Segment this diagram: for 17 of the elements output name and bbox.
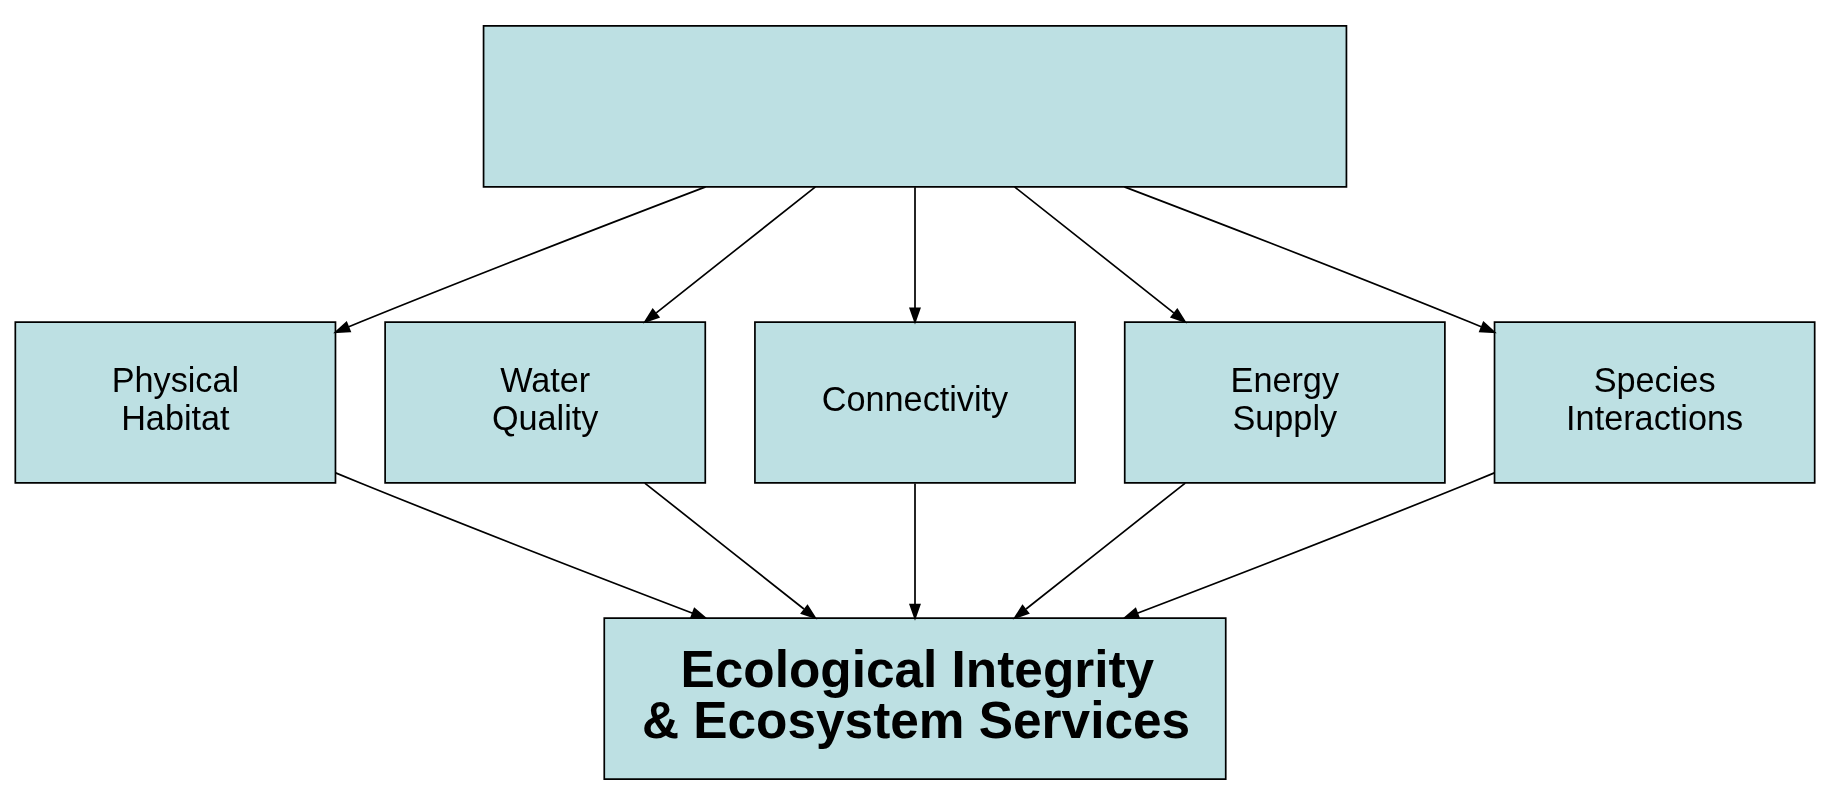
node-box: [482, 24, 1348, 188]
arrow: [642, 185, 817, 323]
node-box: Species Interactions: [1493, 320, 1816, 484]
arrow: [909, 185, 921, 325]
arrow: [1012, 481, 1187, 620]
arrow: [333, 185, 707, 333]
node-box: Connectivity: [754, 320, 1076, 484]
arrow: [643, 481, 818, 620]
arrow: [1122, 471, 1496, 619]
node-box: Energy Supply: [1123, 320, 1446, 484]
node-box: Ecological Integrity & Ecosystem Services: [603, 616, 1227, 780]
node-box: Water Quality: [384, 320, 707, 484]
arrow: [1013, 185, 1188, 323]
node-box: Physical Habitat: [14, 320, 337, 484]
arrow: [909, 482, 921, 621]
arrow: [334, 471, 708, 619]
arrow: [1123, 185, 1497, 333]
